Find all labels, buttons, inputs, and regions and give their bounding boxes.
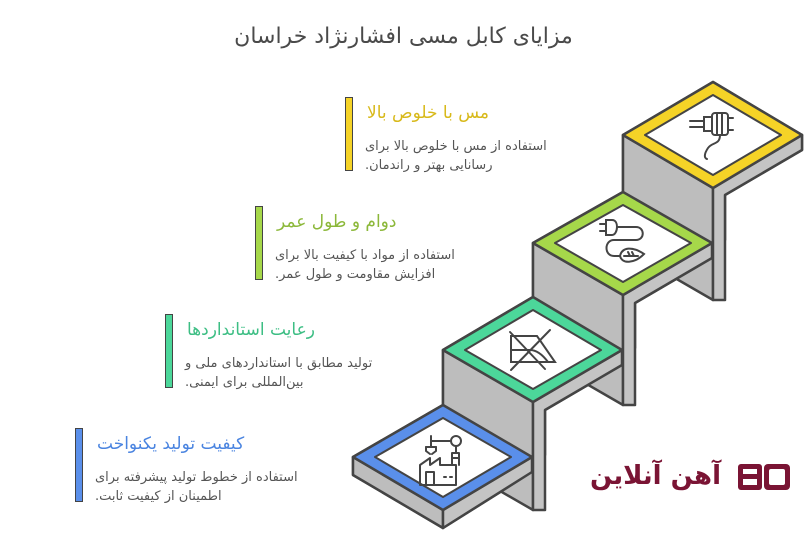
accent-bar bbox=[165, 314, 173, 388]
page-title: مزایای کابل مسی افشارنژاد خراسان bbox=[234, 24, 573, 49]
benefit-heading: رعایت استانداردها bbox=[187, 320, 315, 340]
benefit-item-3: رعایت استانداردها تولید مطابق با استاندا… bbox=[165, 314, 415, 390]
eco-plug-leaf-icon bbox=[599, 219, 646, 263]
benefit-description-line1: استفاده از مس با خلوص بالا برای bbox=[365, 139, 547, 154]
benefit-heading: مس با خلوص بالا bbox=[367, 103, 489, 123]
benefit-description-line1: استفاده از خطوط تولید پیشرفته برای bbox=[95, 470, 298, 485]
no-bending-icon bbox=[509, 329, 557, 371]
benefit-item-2: دوام و طول عمر استفاده از مواد با کیفیت … bbox=[255, 206, 495, 282]
accent-bar bbox=[255, 206, 263, 280]
benefit-description-line2: افزایش مقاومت و طول عمر. bbox=[275, 267, 436, 282]
benefit-heading: دوام و طول عمر bbox=[277, 212, 397, 232]
ahan-online-logo: آهن آنلاین bbox=[578, 458, 793, 494]
benefit-description-line1: تولید مطابق با استانداردهای ملی و bbox=[185, 356, 373, 371]
accent-bar bbox=[75, 428, 83, 502]
cable-plug-icon bbox=[689, 112, 734, 160]
benefit-item-1: مس با خلوص بالا استفاده از مس با خلوص با… bbox=[345, 97, 575, 173]
logo-mark-icon bbox=[738, 464, 790, 490]
benefit-description-line2: رسانایی بهتر و راندمان. bbox=[365, 158, 493, 173]
benefit-description-line2: بین‌المللی برای ایمنی. bbox=[185, 375, 304, 390]
benefit-heading: کیفیت تولید یکنواخت bbox=[97, 434, 245, 454]
benefit-description-line1: استفاده از مواد با کیفیت بالا برای bbox=[275, 248, 455, 263]
benefit-description-line2: اطمینان از کیفیت ثابت. bbox=[95, 489, 222, 504]
factory-robot-arm-icon bbox=[419, 435, 462, 486]
logo-text: آهن آنلاین bbox=[590, 461, 721, 491]
benefit-item-4: کیفیت تولید یکنواخت استفاده از خطوط تولی… bbox=[75, 428, 335, 504]
accent-bar bbox=[345, 97, 353, 171]
